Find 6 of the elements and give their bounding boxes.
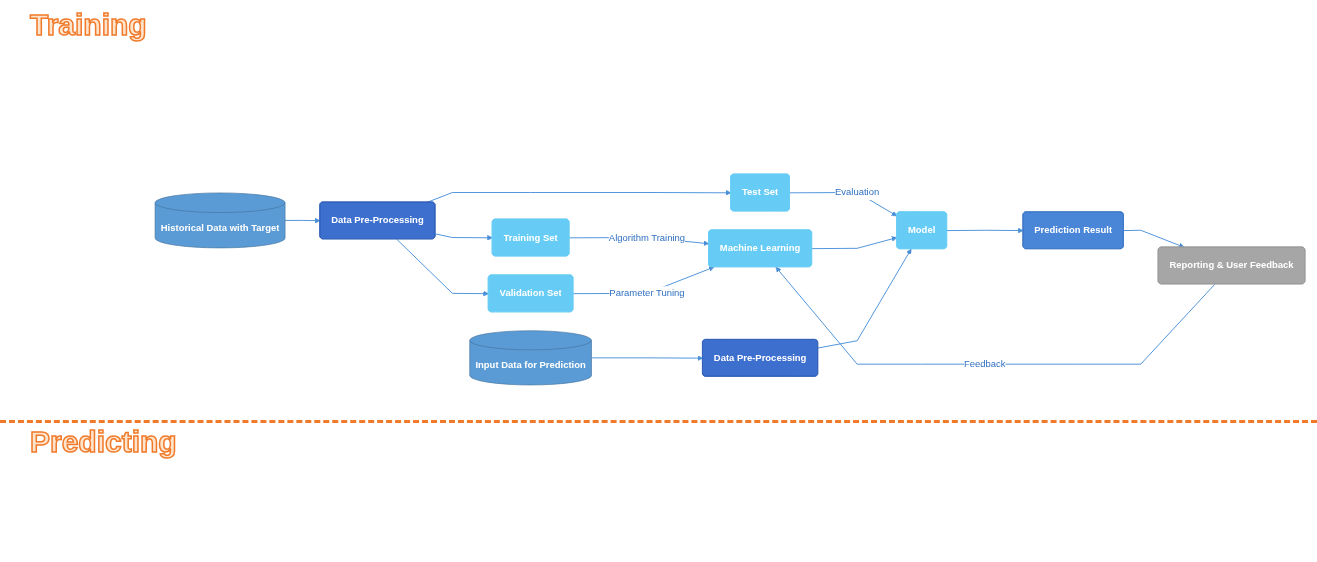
- edge-label: Feedback: [964, 358, 1006, 370]
- edge-label: Algorithm Training: [608, 232, 686, 243]
- edge-label: Evaluation: [835, 187, 880, 198]
- section-heading: Predicting: [30, 425, 177, 459]
- section-heading: Training: [30, 8, 147, 42]
- edge-label: Parameter Tuning: [609, 288, 685, 299]
